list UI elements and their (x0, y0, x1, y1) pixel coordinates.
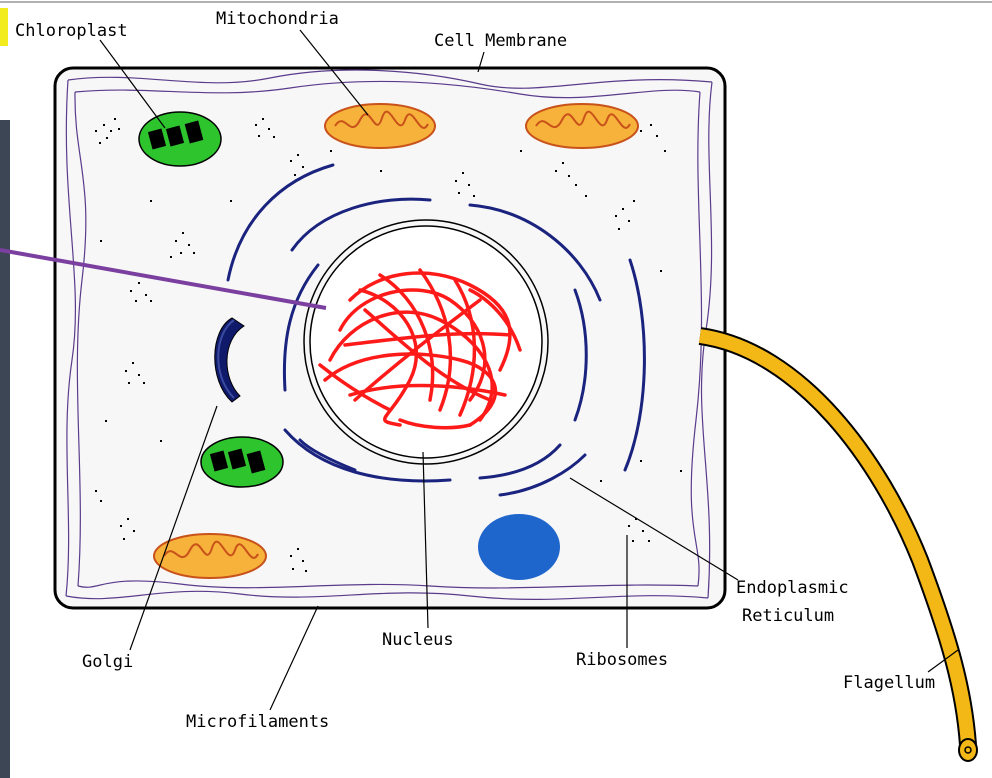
label-cell-membrane: Cell Membrane (434, 31, 567, 51)
label-flagellum: Flagellum (843, 673, 935, 693)
chloroplast-bottom (201, 437, 283, 487)
label-microfilaments: Microfilaments (186, 712, 329, 732)
mitochondrion-top-right (526, 104, 638, 148)
label-ribosomes: Ribosomes (576, 650, 668, 670)
label-nucleus: Nucleus (382, 630, 454, 650)
label-golgi: Golgi (82, 652, 133, 672)
mitochondrion-bottom (154, 534, 266, 578)
flagellum-tip (959, 739, 977, 761)
label-reticulum: Reticulum (742, 606, 834, 626)
mitochondrion-top-left (325, 104, 435, 148)
label-chloroplast: Chloroplast (15, 21, 128, 41)
label-endoplasmic: Endoplasmic (736, 578, 849, 598)
vacuole (478, 514, 560, 580)
left-panel-edge (0, 120, 10, 778)
corner-mark (0, 8, 8, 46)
chloroplast-top (139, 112, 221, 166)
label-mitochondria: Mitochondria (216, 9, 339, 29)
